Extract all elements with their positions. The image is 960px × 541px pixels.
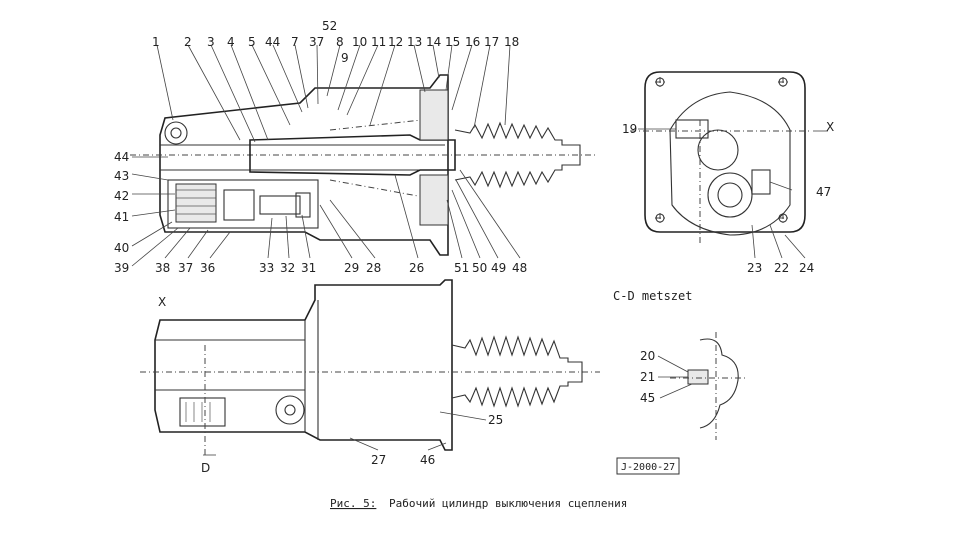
callout-44-top: 44 bbox=[265, 35, 280, 49]
callout-28: 28 bbox=[366, 261, 381, 275]
callout-24: 24 bbox=[799, 261, 814, 275]
callout-44-left: 44 bbox=[114, 150, 129, 164]
callout-17: 17 bbox=[484, 35, 499, 49]
x-mark-section: X bbox=[826, 120, 834, 134]
bottom-leaders bbox=[164, 169, 521, 259]
callout-47: 47 bbox=[816, 185, 831, 199]
x-mark-lower: X bbox=[158, 295, 166, 309]
d-mark: D bbox=[201, 461, 210, 475]
callout-45: 45 bbox=[640, 391, 655, 405]
callout-19: 19 bbox=[622, 122, 637, 136]
callout-13: 13 bbox=[407, 35, 422, 49]
reference-box: J-2000-27 bbox=[616, 457, 680, 475]
ref-number: J-2000-27 bbox=[621, 462, 675, 473]
top-callout-row: 1 2 3 4 5 44 7 37 52 8 9 10 11 12 13 14 … bbox=[152, 19, 519, 65]
bottom-callout-row: 38 37 36 33 32 31 29 28 26 51 50 49 48 bbox=[155, 261, 527, 275]
detail-view: 20 21 45 bbox=[640, 332, 745, 440]
callout-26: 26 bbox=[409, 261, 424, 275]
callout-25: 25 bbox=[488, 413, 503, 427]
callout-7: 7 bbox=[291, 35, 299, 49]
callout-50: 50 bbox=[472, 261, 487, 275]
callout-10: 10 bbox=[352, 35, 367, 49]
callout-18: 18 bbox=[504, 35, 519, 49]
callout-37-bottom: 37 bbox=[178, 261, 193, 275]
section-end-view: 19 X 47 23 22 24 C-D metszet bbox=[613, 71, 834, 303]
main-section-view bbox=[130, 74, 595, 256]
callout-1: 1 bbox=[152, 35, 160, 49]
callout-16: 16 bbox=[465, 35, 480, 49]
callout-3: 3 bbox=[207, 35, 215, 49]
callout-52: 52 bbox=[322, 19, 337, 33]
callout-41: 41 bbox=[114, 210, 129, 224]
callout-40: 40 bbox=[114, 241, 129, 255]
caption-prefix: Рис. 5: bbox=[330, 497, 376, 510]
callout-2: 2 bbox=[184, 35, 192, 49]
callout-43: 43 bbox=[114, 169, 129, 183]
callout-32: 32 bbox=[280, 261, 295, 275]
callout-51: 51 bbox=[454, 261, 469, 275]
callout-38: 38 bbox=[155, 261, 170, 275]
callout-36: 36 bbox=[200, 261, 215, 275]
callout-37-top: 37 bbox=[309, 35, 324, 49]
callout-4: 4 bbox=[227, 35, 235, 49]
callout-21: 21 bbox=[640, 370, 655, 384]
lower-exterior-view: X D 25 27 46 bbox=[140, 279, 600, 475]
callout-15: 15 bbox=[445, 35, 460, 49]
callout-8: 8 bbox=[336, 35, 344, 49]
callout-27: 27 bbox=[371, 453, 386, 467]
figure-caption: Рис. 5: Рабочий цилиндр выключения сцепл… bbox=[330, 497, 627, 510]
left-callout-column: 44 43 42 41 40 39 bbox=[114, 150, 129, 275]
callout-23: 23 bbox=[747, 261, 762, 275]
callout-29: 29 bbox=[344, 261, 359, 275]
caption-text: Рабочий цилиндр выключения сцепления bbox=[389, 497, 627, 510]
callout-49: 49 bbox=[491, 261, 506, 275]
callout-46: 46 bbox=[420, 453, 435, 467]
callout-5: 5 bbox=[248, 35, 256, 49]
section-caption: C-D metszet bbox=[613, 289, 692, 303]
callout-11: 11 bbox=[371, 35, 386, 49]
callout-22: 22 bbox=[774, 261, 789, 275]
callout-9: 9 bbox=[341, 51, 349, 65]
top-leaders bbox=[156, 44, 511, 143]
callout-14: 14 bbox=[426, 35, 441, 49]
callout-12: 12 bbox=[388, 35, 403, 49]
left-leaders bbox=[131, 156, 179, 267]
callout-48: 48 bbox=[512, 261, 527, 275]
svg-text:Рис. 5: Рабочий цилиндр: Рис. 5: Рабочий цилиндр выключения сцепл… bbox=[330, 497, 627, 510]
callout-42: 42 bbox=[114, 189, 129, 203]
callout-31: 31 bbox=[301, 261, 316, 275]
callout-39: 39 bbox=[114, 261, 129, 275]
callout-20: 20 bbox=[640, 349, 655, 363]
callout-33: 33 bbox=[259, 261, 274, 275]
